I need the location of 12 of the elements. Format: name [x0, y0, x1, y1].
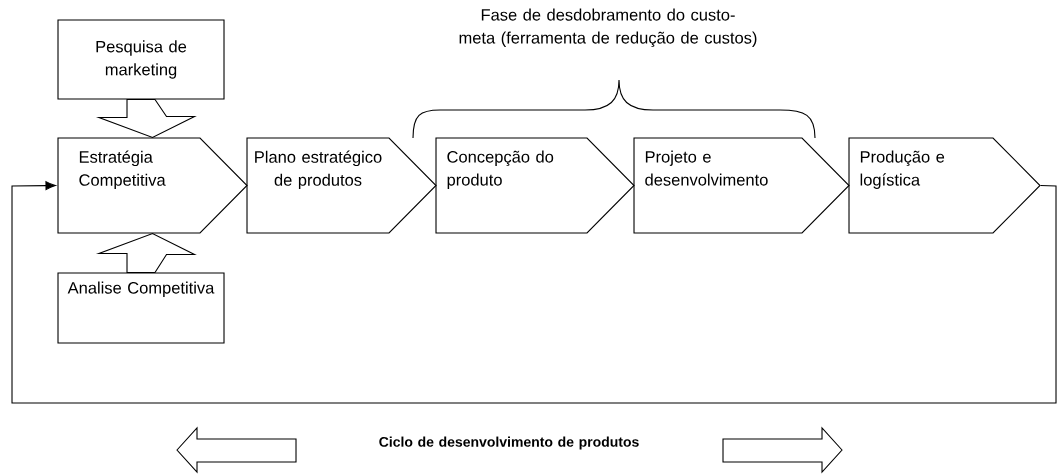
block-arrow — [95, 99, 197, 139]
chevron-box: Plano estratégico de produtos — [246, 137, 437, 234]
process-box: Pesquisa de marketing — [57, 19, 225, 100]
process-box: Analise Competitiva — [57, 272, 225, 344]
phase-label: Fase de desdobramento do custo-meta (ferramenta de redução de custos) — [459, 8, 757, 47]
chevron-box: Produção e logística — [848, 137, 1041, 234]
block-arrow — [95, 232, 197, 273]
cycle-label: Ciclo de desenvolvimento de produtos — [379, 436, 639, 450]
feedback-arrow — [11, 181, 1057, 404]
chevron-box: Projeto e desenvolvimento — [633, 137, 850, 234]
chevron-box: Estratégia Competitiva — [57, 137, 248, 234]
chevron-box: Concepção do produto — [435, 137, 635, 234]
